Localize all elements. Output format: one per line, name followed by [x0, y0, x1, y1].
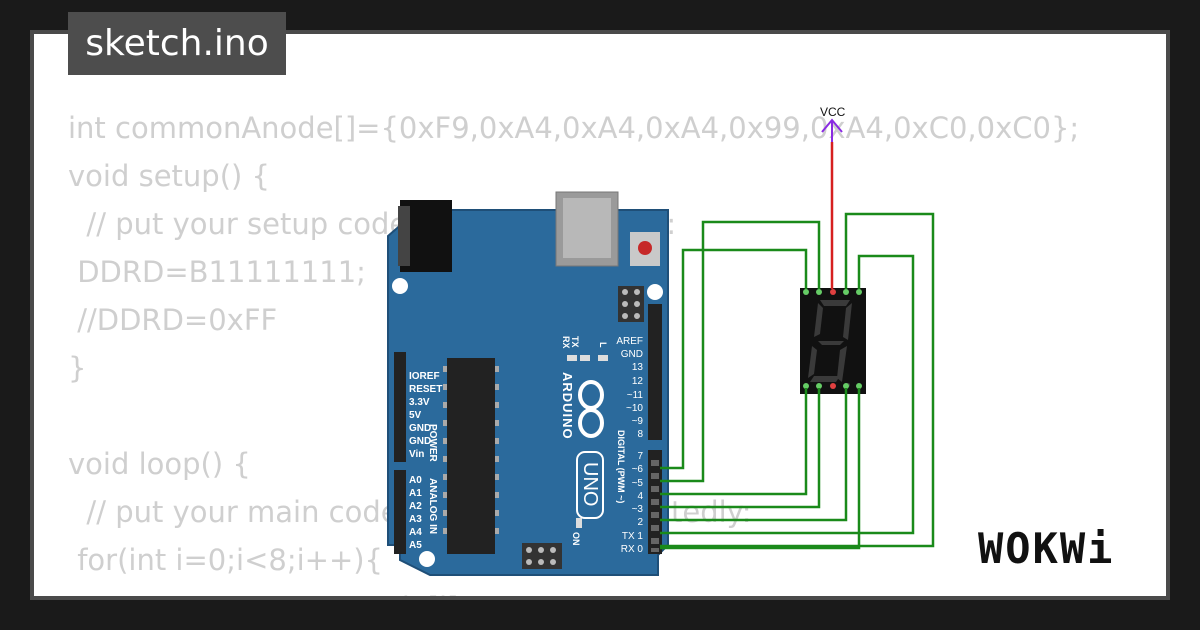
filename-tab[interactable]: sketch.ino — [68, 12, 286, 75]
code-line: //DDRD=0xFF — [68, 303, 278, 337]
analog-header — [394, 470, 406, 554]
pin-label-analog: A2 — [409, 501, 422, 512]
atmega-chip — [447, 358, 495, 554]
pin-label-digital: RX 0 — [621, 544, 644, 555]
analog-section-label: ANALOG IN — [427, 478, 438, 534]
pin-label-digital: 7 — [637, 451, 643, 462]
uno-badge: UNO — [576, 451, 604, 519]
pin-label-analog: A1 — [409, 488, 422, 499]
code-line: PORTD=commonAnode[i]; — [68, 584, 1079, 596]
pin-label-digital: ~5 — [632, 478, 644, 489]
pin-label-digital: 8 — [637, 429, 643, 440]
pin-label-digital: GND — [621, 349, 643, 360]
pin-label-digital: TX 1 — [622, 531, 644, 542]
pin-label-digital: ~9 — [632, 416, 644, 427]
arduino-uno-board[interactable]: IOREF RESET 3.3V 5V GND GND Vin A0 A1 A2… — [387, 191, 669, 576]
rx-label: RX — [561, 336, 571, 349]
led-l-label: L — [598, 342, 608, 348]
pin-label-power: RESET — [409, 384, 442, 395]
pin-label-power: 5V — [409, 410, 422, 421]
on-label: ON — [571, 532, 581, 546]
pin-label-analog: A5 — [409, 540, 422, 551]
pin-label-analog: A0 — [409, 475, 422, 486]
digital-header-top — [648, 304, 662, 440]
pin-label-digital: ~11 — [627, 390, 644, 401]
pin-label-digital: AREF — [616, 336, 643, 347]
pin-label-digital: 12 — [632, 376, 644, 387]
code-line: DDRD=B11111111; — [68, 255, 366, 289]
tx-label: TX — [570, 336, 580, 348]
brand-label: ARDUINO — [560, 372, 575, 440]
signal-wires[interactable] — [660, 212, 935, 550]
power-header — [394, 352, 406, 462]
pin-label-digital: 4 — [637, 491, 643, 502]
pin-label-power: 3.3V — [409, 397, 430, 408]
code-line: for(int i=0;i<8;i++){ — [68, 543, 384, 577]
seven-segment-display[interactable] — [800, 288, 866, 394]
code-line: void loop() { — [68, 447, 251, 481]
power-section-label: POWER — [427, 424, 438, 463]
svg-text:UNO: UNO — [579, 462, 601, 506]
digit-segments — [808, 300, 852, 387]
pin-label-analog: A3 — [409, 514, 422, 525]
pin-label-power: GND — [409, 436, 431, 447]
pin-label-digital: 2 — [637, 517, 643, 528]
vcc-label: VCC — [820, 105, 846, 119]
pin-label-power: IOREF — [409, 371, 440, 382]
code-line: int commonAnode[]={0xF9,0xA4,0xA4,0xA4,0… — [68, 111, 1080, 145]
pin-label-power: GND — [409, 423, 431, 434]
vcc-terminal: VCC — [820, 105, 846, 142]
pin-label-digital: ~10 — [626, 403, 643, 414]
mount-hole — [419, 551, 435, 567]
code-line: void setup() { — [68, 159, 270, 193]
code-line: } — [68, 351, 87, 385]
digital-section-label: DIGITAL (PWM ~) — [616, 430, 626, 503]
pin-label-power: Vin — [409, 449, 424, 460]
pin-label-analog: A4 — [409, 527, 422, 538]
pin-label-digital: 13 — [632, 362, 644, 373]
mount-hole — [392, 278, 408, 294]
pin-label-digital: ~3 — [632, 504, 644, 515]
pin-label-digital: ~6 — [632, 464, 644, 475]
arduino-logo-icon — [578, 380, 604, 438]
mount-hole — [647, 284, 663, 300]
wokwi-logo: WOKWi — [978, 524, 1115, 573]
